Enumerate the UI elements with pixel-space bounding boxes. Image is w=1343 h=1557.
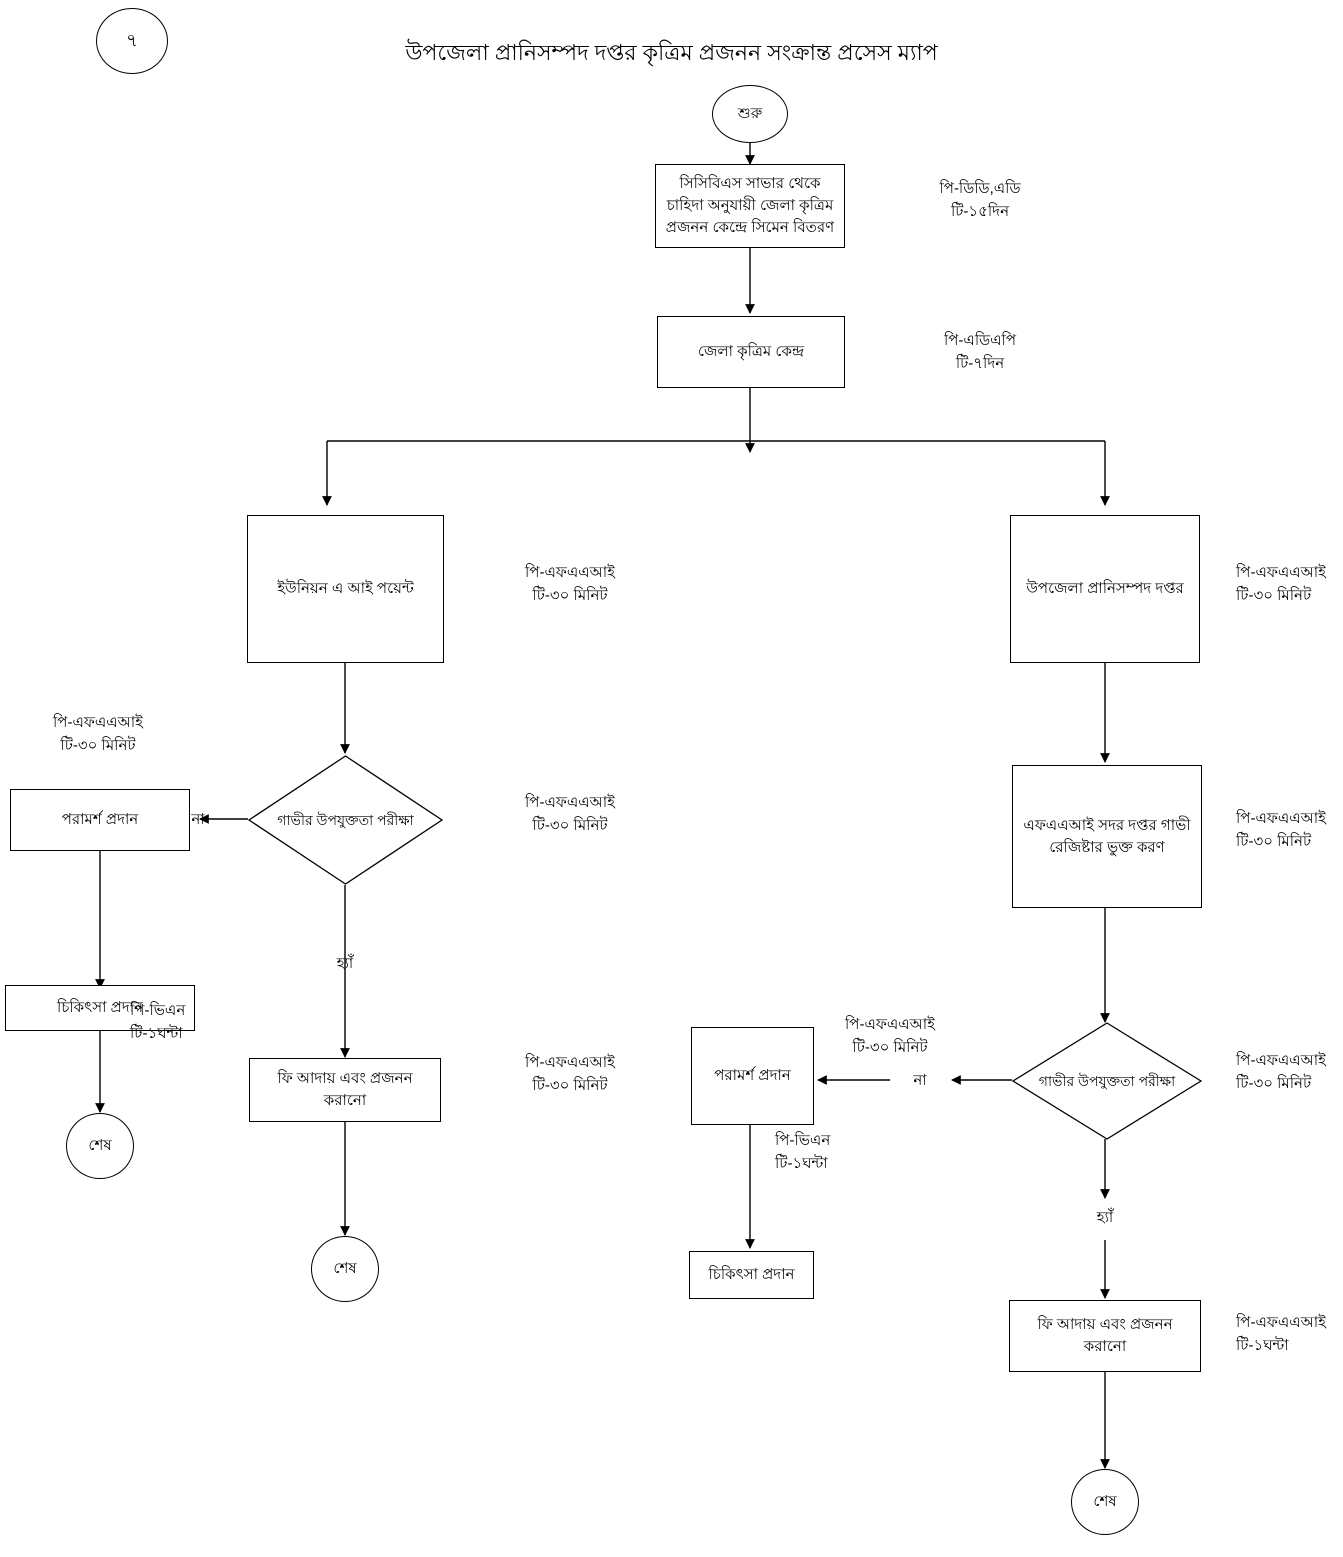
- annotation-faai-register: পি-এফএএআই টি-৩০ মিনিট: [1236, 810, 1326, 850]
- node-left-end-treatment-label: শেষ: [88, 1136, 112, 1154]
- annotation-upazila-livestock-office: পি-এফএএআই টি-৩০ মিনিট: [1236, 564, 1326, 604]
- node-right-decision-label: গাভীর উপযুক্ততা পরীক্ষা: [1038, 1072, 1176, 1089]
- annotation-right-treatment: পি-ভিএন টি-১ঘন্টা: [775, 1132, 831, 1172]
- node-upazila-livestock-office: উপজেলা প্রানিসম্পদ দপ্তর: [1010, 515, 1200, 663]
- annotation-district-ai-center: পি-এডিএপি টি-৭দিন: [943, 332, 1017, 372]
- node-semen-distribution: সিসিবিএস সাভার থেকে চাহিদা অনুযায়ী জেলা…: [655, 164, 845, 248]
- page-title: উপজেলা প্রানিসম্পদ দপ্তর কৃত্রিম প্রজনন …: [405, 40, 938, 65]
- annotation-left-fee-breeding: পি-এফএএআই টি-৩০ মিনিট: [525, 1054, 615, 1094]
- edge-label-right-no: না: [913, 1072, 927, 1089]
- node-district-ai-center-label: জেলা কৃত্রিম কেন্দ্র: [697, 343, 805, 361]
- right-decision-shape: [1012, 1022, 1202, 1140]
- node-left-end-treatment: শেষ: [66, 1113, 134, 1179]
- node-left-decision: গাভীর উপযুক্ততা পরীক্ষা: [248, 755, 443, 885]
- annotation-right-decision: পি-এফএএআই টি-৩০ মিনিট: [1236, 1052, 1326, 1092]
- node-right-decision: গাভীর উপযুক্ততা পরীক্ষা: [1012, 1022, 1202, 1140]
- node-left-fee-breeding-label: ফি আদায় এবং প্রজনন করানো: [277, 1070, 413, 1109]
- edge-label-right-yes: হ্যাঁ: [1096, 1209, 1114, 1226]
- node-left-end-breeding-label: শেষ: [333, 1259, 357, 1277]
- node-left-advice: পরামর্শ প্রদান: [10, 789, 190, 851]
- node-union-ai-point: ইউনিয়ন এ আই পয়েন্ট: [247, 515, 444, 663]
- node-left-decision-label: গাভীর উপযুক্ততা পরীক্ষা: [277, 811, 414, 828]
- node-left-fee-breeding: ফি আদায় এবং প্রজনন করানো: [249, 1058, 441, 1122]
- edge-label-left-no: না: [191, 811, 205, 828]
- node-union-ai-point-label: ইউনিয়ন এ আই পয়েন্ট: [277, 580, 414, 598]
- node-start: শুরু: [712, 85, 788, 143]
- node-right-advice-label: পরামর্শ প্রদান: [714, 1067, 791, 1085]
- annotation-semen-distribution: পি-ডিডি,এডি টি-১৫দিন: [939, 180, 1021, 220]
- node-faai-register-label: এফএএআই সদর দপ্তর গাভী রেজিষ্টার ভুক্ত কর…: [1023, 816, 1191, 856]
- node-semen-distribution-label: সিসিবিএস সাভার থেকে চাহিদা অনুযায়ী জেলা…: [665, 175, 835, 236]
- node-right-fee-breeding-label: ফি আদায় এবং প্রজনন করানো: [1037, 1316, 1173, 1355]
- node-right-end-breeding-label: শেষ: [1093, 1492, 1117, 1510]
- left-decision-shape: [248, 755, 443, 885]
- page-number-text: ৭: [126, 29, 138, 50]
- annotation-right-advice: পি-এফএএআই টি-৩০ মিনিট: [845, 1016, 935, 1056]
- edge-label-left-yes: হ্যাঁ: [336, 955, 354, 972]
- node-right-treatment-label: চিকিৎসা প্রদান: [708, 1266, 795, 1284]
- node-left-end-breeding: শেষ: [311, 1236, 379, 1302]
- annotation-left-treatment: পি-ভিএন টি-১ঘন্টা: [130, 1002, 186, 1042]
- node-left-treatment-label: চিকিৎসা প্রদান: [57, 999, 143, 1017]
- node-left-treatment: চিকিৎসা প্রদান: [5, 985, 195, 1031]
- node-right-treatment: চিকিৎসা প্রদান: [689, 1251, 814, 1299]
- annotation-right-fee-breeding: পি-এফএএআই টি-১ঘন্টা: [1236, 1314, 1326, 1354]
- annotation-left-decision: পি-এফএএআই টি-৩০ মিনিট: [525, 794, 615, 834]
- node-right-fee-breeding: ফি আদায় এবং প্রজনন করানো: [1009, 1300, 1201, 1372]
- node-right-advice: পরামর্শ প্রদান: [691, 1027, 814, 1125]
- node-right-end-breeding: শেষ: [1071, 1469, 1139, 1535]
- node-left-advice-label: পরামর্শ প্রদান: [61, 811, 139, 829]
- annotation-union-ai-point: পি-এফএএআই টি-৩০ মিনিট: [525, 564, 615, 604]
- node-district-ai-center: জেলা কৃত্রিম কেন্দ্র: [657, 316, 845, 388]
- node-faai-register: এফএএআই সদর দপ্তর গাভী রেজিষ্টার ভুক্ত কর…: [1012, 765, 1202, 908]
- annotation-left-advice: পি-এফএএআই টি-৩০ মিনিট: [53, 714, 143, 754]
- page-number-bubble: ৭: [96, 8, 168, 74]
- node-start-label: শুরু: [737, 104, 763, 122]
- node-upazila-livestock-office-label: উপজেলা প্রানিসম্পদ দপ্তর: [1026, 580, 1184, 598]
